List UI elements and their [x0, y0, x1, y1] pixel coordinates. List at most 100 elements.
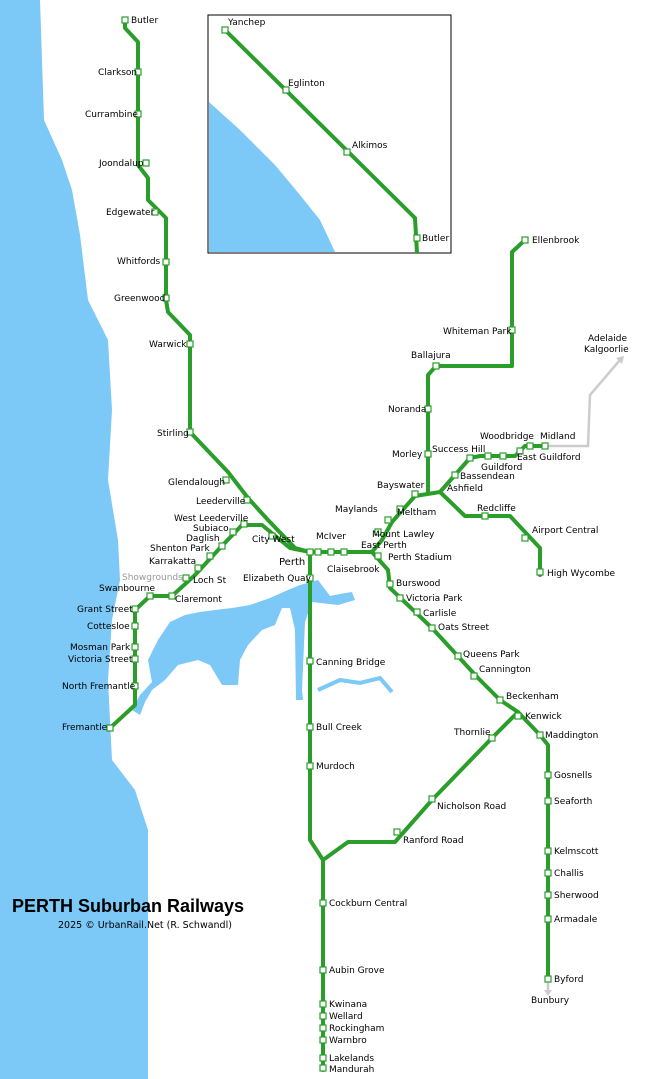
label-airport-central[interactable]: Airport Central — [532, 526, 598, 536]
station-aubin-grove[interactable] — [319, 966, 327, 974]
station-thornlie[interactable] — [488, 734, 496, 742]
label-lakelands[interactable]: Lakelands — [329, 1054, 374, 1064]
station-canning-bridge[interactable] — [306, 657, 314, 665]
station-perth-stadium[interactable] — [374, 552, 382, 560]
label-mount-lawley[interactable]: Mount Lawley — [372, 530, 435, 540]
station-warnbro[interactable] — [319, 1036, 327, 1044]
label-thornlie[interactable]: Thornlie — [453, 728, 491, 738]
station-joondalup[interactable] — [142, 159, 150, 167]
label-cottesloe[interactable]: Cottesloe — [87, 622, 130, 632]
station-maylands[interactable] — [384, 516, 392, 524]
station-whiteman-park[interactable] — [508, 326, 516, 334]
station-ballajura[interactable] — [432, 362, 440, 370]
label-east-guildford[interactable]: East Guildford — [517, 453, 581, 463]
station-kelmscott[interactable] — [544, 847, 552, 855]
station-victoria-park[interactable] — [396, 594, 404, 602]
label-bassendean[interactable]: Bassendean — [460, 472, 515, 482]
label-cannington[interactable]: Cannington — [479, 665, 531, 675]
label-stirling[interactable]: Stirling — [157, 429, 189, 439]
station-mount-lawley[interactable] — [374, 528, 382, 536]
station-inset-yanchep[interactable] — [221, 26, 229, 34]
station-butler[interactable] — [121, 16, 129, 24]
label-canning-bridge[interactable]: Canning Bridge — [316, 658, 386, 668]
station-seaforth[interactable] — [544, 797, 552, 805]
station-guildford[interactable] — [499, 452, 507, 460]
label-wellard[interactable]: Wellard — [329, 1012, 363, 1022]
station-claisebrook[interactable] — [327, 548, 335, 556]
station-inset-butler[interactable] — [413, 234, 421, 242]
station-grant-street[interactable] — [131, 605, 139, 613]
station-daglish[interactable] — [218, 542, 226, 550]
label-warnbro[interactable]: Warnbro — [329, 1036, 367, 1046]
label-edgewater[interactable]: Edgewater — [106, 208, 155, 218]
station-challis[interactable] — [544, 869, 552, 877]
label-east-perth[interactable]: East Perth — [361, 541, 407, 551]
label-joondalup[interactable]: Joondalup — [98, 159, 144, 169]
label-butler[interactable]: Butler — [131, 16, 158, 26]
station-nicholson-road[interactable] — [428, 795, 436, 803]
station-mosman-park[interactable] — [131, 643, 139, 651]
station-beckenham[interactable] — [496, 696, 504, 704]
station-karrakatta[interactable] — [194, 564, 202, 572]
label-ranford-road[interactable]: Ranford Road — [403, 836, 464, 846]
label-victoria-park[interactable]: Victoria Park — [406, 594, 463, 604]
label-queens-park[interactable]: Queens Park — [463, 650, 520, 660]
station-bull-creek[interactable] — [306, 723, 314, 731]
label-woodbridge[interactable]: Woodbridge — [480, 432, 534, 442]
station-byford[interactable] — [544, 975, 552, 983]
label-nicholson-road[interactable]: Nicholson Road — [437, 802, 506, 812]
label-mandurah[interactable]: Mandurah — [329, 1065, 374, 1075]
station-ellenbrook[interactable] — [521, 236, 529, 244]
station-midland[interactable] — [541, 442, 549, 450]
label-showgrounds[interactable]: Showgrounds — [122, 573, 183, 583]
station-bayswater[interactable] — [411, 490, 419, 498]
label-success-hill[interactable]: Success Hill — [432, 445, 485, 455]
station-burswood[interactable] — [386, 580, 394, 588]
label-beckenham[interactable]: Beckenham — [506, 692, 559, 702]
label-kwinana[interactable]: Kwinana — [329, 1000, 367, 1010]
label-bull-creek[interactable]: Bull Creek — [316, 723, 363, 733]
station-stirling[interactable] — [186, 428, 194, 436]
station-east-guildford[interactable] — [516, 447, 524, 455]
label-sherwood[interactable]: Sherwood — [554, 891, 599, 901]
station-west-leederville[interactable] — [240, 520, 248, 528]
label-redcliffe[interactable]: Redcliffe — [477, 504, 516, 514]
station-victoria-street[interactable] — [131, 655, 139, 663]
label-challis[interactable]: Challis — [554, 869, 584, 879]
station-edgewater[interactable] — [151, 208, 159, 216]
label-kelmscott[interactable]: Kelmscott — [554, 847, 599, 857]
station-high-wycombe[interactable] — [536, 568, 544, 576]
label-meltham[interactable]: Meltham — [397, 508, 436, 518]
label-gosnells[interactable]: Gosnells — [554, 771, 592, 781]
label-loch-st[interactable]: Loch St — [193, 576, 227, 586]
station-swanbourne[interactable] — [146, 592, 154, 600]
label-guildford[interactable]: Guildford — [481, 463, 522, 473]
station-carlisle[interactable] — [413, 608, 421, 616]
station-kwinana[interactable] — [319, 1000, 327, 1008]
label-noranda[interactable]: Noranda — [388, 405, 426, 415]
label-perth-stadium[interactable]: Perth Stadium — [388, 553, 452, 563]
station-loch-st[interactable] — [182, 574, 190, 582]
station-elizabeth-quay[interactable] — [306, 574, 314, 582]
station-murdoch[interactable] — [306, 762, 314, 770]
station-sherwood[interactable] — [544, 891, 552, 899]
label-cockburn-central[interactable]: Cockburn Central — [329, 899, 407, 909]
label-seaforth[interactable]: Seaforth — [554, 797, 592, 807]
station-kenwick[interactable] — [514, 712, 522, 720]
label-clarkson[interactable]: Clarkson — [98, 68, 137, 78]
label-oats-street[interactable]: Oats Street — [438, 623, 489, 633]
label-midland[interactable]: Midland — [540, 432, 575, 442]
station-queens-park[interactable] — [454, 652, 462, 660]
station-whitfords[interactable] — [162, 258, 170, 266]
station-morley[interactable] — [424, 450, 432, 458]
label-claisebrook[interactable]: Claisebrook — [327, 565, 380, 575]
label-currambine[interactable]: Currambine — [85, 110, 138, 120]
station-subiaco[interactable] — [229, 528, 237, 536]
label-elizabeth-quay[interactable]: Elizabeth Quay — [243, 574, 312, 584]
station-greenwood[interactable] — [162, 294, 170, 302]
station-city-west[interactable] — [268, 532, 276, 540]
label-west-leederville[interactable]: West Leederville — [174, 514, 249, 524]
station-woodbridge[interactable] — [526, 442, 534, 450]
label-murdoch[interactable]: Murdoch — [316, 762, 355, 772]
station-lakelands[interactable] — [319, 1054, 327, 1062]
